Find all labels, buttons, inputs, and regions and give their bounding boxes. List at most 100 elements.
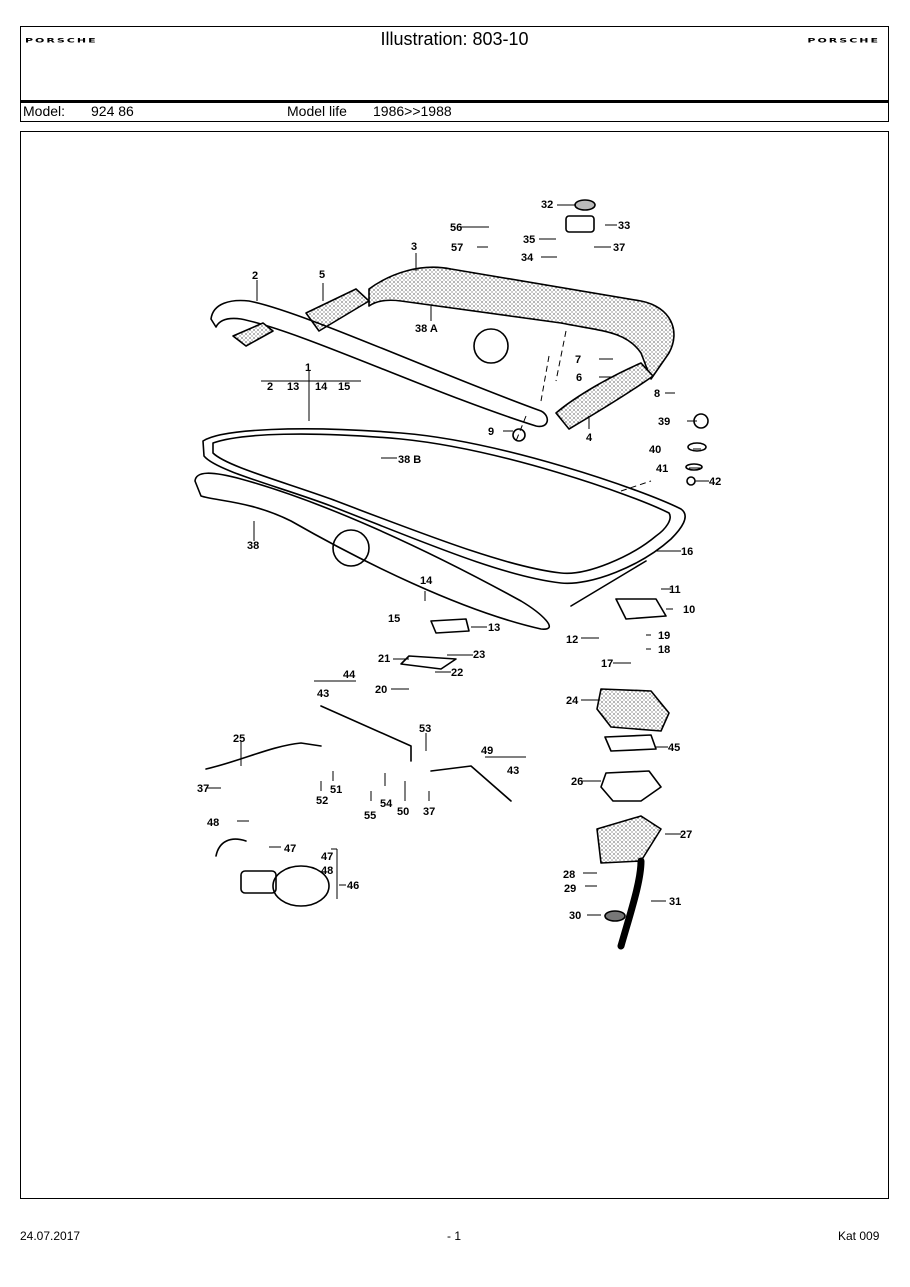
part-callout: 47 bbox=[284, 843, 296, 855]
part-callout: 14 bbox=[420, 575, 433, 587]
part-callout: 34 bbox=[521, 252, 534, 264]
part-callout: 37 bbox=[423, 806, 435, 818]
part-callout: 5 bbox=[319, 269, 325, 281]
part-callout: 53 bbox=[419, 723, 431, 735]
part-grommet-9 bbox=[512, 428, 526, 442]
part-bracket-25 bbox=[604, 734, 657, 752]
part-bracket bbox=[596, 815, 662, 864]
part-callout: 27 bbox=[680, 829, 692, 841]
part-gasket bbox=[194, 472, 550, 630]
part-rear-window bbox=[202, 428, 686, 585]
part-callout: 12 bbox=[566, 634, 578, 646]
part-callout: 55 bbox=[364, 810, 376, 822]
part-rear-window-inner bbox=[212, 433, 671, 575]
part-grommet-30 bbox=[604, 910, 626, 922]
part-molding-end bbox=[232, 322, 274, 347]
part-callout: 26 bbox=[571, 776, 583, 788]
illustration-title: Illustration: 803-10 bbox=[380, 29, 529, 49]
part-callout: 13 bbox=[488, 622, 500, 634]
part-callout: 43 bbox=[507, 765, 519, 777]
part-hose bbox=[617, 857, 645, 950]
part-bracket-10 bbox=[615, 598, 667, 620]
part-callout: 9 bbox=[488, 426, 494, 438]
page-header: PORSCHE Illustration: 803-10 PORSCHE Mod… bbox=[20, 26, 889, 122]
part-callout: 6 bbox=[576, 372, 582, 384]
footer-catalog: Kat 009 bbox=[838, 1229, 880, 1243]
part-callout: 43 bbox=[317, 688, 329, 700]
part-motor bbox=[272, 865, 330, 907]
part-molding bbox=[210, 299, 549, 428]
part-callout: 49 bbox=[481, 745, 493, 757]
part-callout: 41 bbox=[656, 463, 668, 475]
part-logo-1 bbox=[473, 328, 509, 364]
part-callout: 50 bbox=[397, 806, 409, 818]
part-callout: 3 bbox=[411, 241, 417, 253]
part-cable-16 bbox=[570, 560, 647, 607]
part-lock-plate bbox=[600, 770, 662, 802]
part-rod-45 bbox=[430, 765, 512, 802]
part-gasket-23 bbox=[400, 655, 457, 670]
part-callout: 15 bbox=[338, 381, 350, 393]
part-callout: 37 bbox=[613, 242, 625, 254]
part-callout: 21 bbox=[378, 653, 390, 665]
part-seal-lower bbox=[555, 362, 654, 430]
part-callout: 48 bbox=[321, 865, 333, 877]
part-logo-2 bbox=[332, 529, 370, 567]
part-callout: 51 bbox=[330, 784, 342, 796]
part-lock-housing bbox=[596, 688, 670, 732]
part-cap bbox=[574, 199, 596, 211]
part-callout: 47 bbox=[321, 851, 333, 863]
footer-page-number: - 1 bbox=[447, 1229, 462, 1243]
part-callout: 40 bbox=[649, 444, 661, 456]
part-callout: 38 A bbox=[415, 323, 438, 335]
part-callout: 20 bbox=[375, 684, 387, 696]
part-hinge-13 bbox=[430, 618, 470, 634]
part-cable-49 bbox=[205, 742, 322, 770]
part-callout: 39 bbox=[658, 416, 670, 428]
part-motor-gear bbox=[240, 870, 277, 894]
part-callout: 35 bbox=[523, 234, 535, 246]
model-life-value: 1986>>1988 bbox=[373, 103, 452, 119]
part-seal-upper bbox=[368, 266, 675, 380]
part-nut-42 bbox=[686, 476, 696, 486]
part-callout: 13 bbox=[287, 381, 299, 393]
part-callout: 14 bbox=[315, 381, 328, 393]
part-callout: 2 bbox=[252, 270, 258, 282]
part-wire-47 bbox=[215, 838, 247, 857]
part-callout: 18 bbox=[658, 644, 670, 656]
part-callout: 56 bbox=[450, 222, 462, 234]
part-callout: 54 bbox=[380, 798, 393, 810]
part-callout: 7 bbox=[575, 354, 581, 366]
part-callout: 17 bbox=[601, 658, 613, 670]
part-callout: 30 bbox=[569, 910, 581, 922]
model-row: Model: 924 86 Model life 1986>>1988 bbox=[21, 103, 888, 121]
model-label: Model: bbox=[23, 103, 66, 119]
part-callout: 44 bbox=[343, 669, 356, 681]
part-callout: 48 bbox=[207, 817, 219, 829]
part-callout: 11 bbox=[669, 584, 681, 596]
part-callout: 45 bbox=[668, 742, 680, 754]
part-cable-44 bbox=[320, 705, 412, 762]
footer-date: 24.07.2017 bbox=[20, 1229, 81, 1243]
part-callout: 8 bbox=[654, 388, 660, 400]
part-callout: 38 B bbox=[398, 454, 421, 466]
part-latch-plate bbox=[565, 215, 595, 233]
part-callout: 42 bbox=[709, 476, 721, 488]
part-callout: 10 bbox=[683, 604, 695, 616]
part-callout: 16 bbox=[681, 546, 693, 558]
part-callout: 38 bbox=[247, 540, 259, 552]
part-callout: 4 bbox=[586, 432, 593, 444]
part-washer-41 bbox=[685, 463, 703, 471]
part-washer-40 bbox=[687, 442, 707, 452]
model-value: 924 86 bbox=[91, 103, 134, 119]
model-life-label: Model life bbox=[287, 103, 347, 119]
brand-logo-left: PORSCHE bbox=[25, 37, 98, 45]
part-callout: 1 bbox=[305, 362, 311, 374]
part-callout: 25 bbox=[233, 733, 245, 745]
part-callout: 2 bbox=[267, 381, 273, 393]
part-callout: 46 bbox=[347, 880, 359, 892]
part-callout: 15 bbox=[388, 613, 400, 625]
part-callout: 24 bbox=[566, 695, 579, 707]
